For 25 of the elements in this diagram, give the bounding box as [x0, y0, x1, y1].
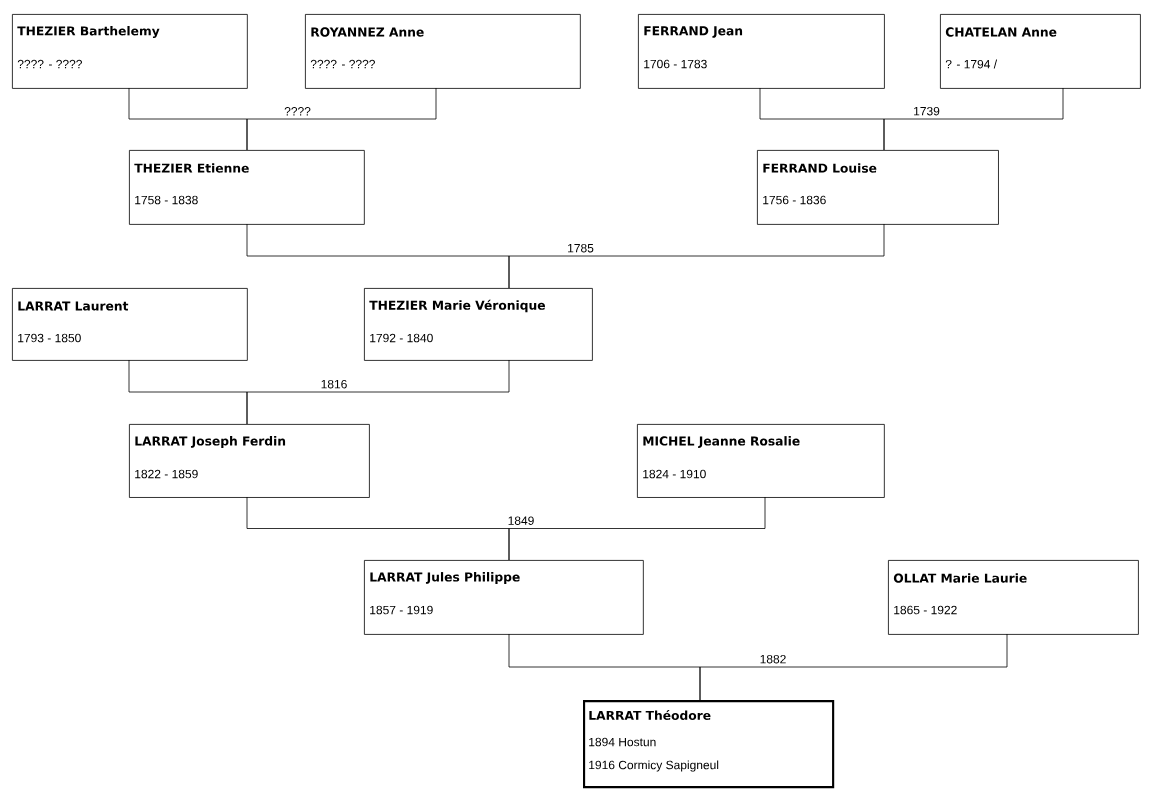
person-box: LARRAT Jules Philippe 1857 - 1919 [364, 560, 644, 635]
person-box: FERRAND Louise 1756 - 1836 [757, 150, 999, 225]
edge-label: 1849 [508, 516, 534, 525]
connector-line [699, 633, 1008, 701]
person-box: FERRAND Jean 1706 - 1783 [638, 14, 885, 89]
person-box: LARRAT Joseph Ferdin 1822 - 1859 [129, 424, 370, 498]
person-box: ROYANNEZ Anne ???? - ???? [305, 14, 581, 89]
person-box: THEZIER Barthelemy ???? - ???? [12, 14, 248, 89]
edge-label: 1816 [321, 379, 347, 389]
edge-label: 1882 [760, 654, 786, 664]
connector-line [246, 359, 510, 425]
person-box: LARRAT Laurent 1793 - 1850 [12, 288, 248, 361]
person-box: LARRAT Théodore 1894 Hostun 1916 Cormicy Sapigneul [583, 700, 835, 789]
edge-label: 1785 [568, 243, 594, 253]
connector-line [883, 87, 1064, 151]
person-box: MICHEL Jeanne Rosalie 1824 - 1910 [637, 424, 885, 498]
connector-line [508, 223, 885, 289]
edge-label: ???? [284, 107, 311, 116]
connector-line [246, 87, 437, 151]
connector-line [508, 496, 766, 561]
person-box: OLLAT Marie Laurie 1865 - 1922 [888, 560, 1139, 635]
edge-label: 1739 [914, 106, 940, 116]
person-box: THEZIER Etienne 1758 - 1838 [129, 150, 365, 225]
person-box: THEZIER Marie Véronique 1792 - 1840 [364, 288, 593, 361]
person-box: CHATELAN Anne ? - 1794 / [940, 14, 1141, 89]
